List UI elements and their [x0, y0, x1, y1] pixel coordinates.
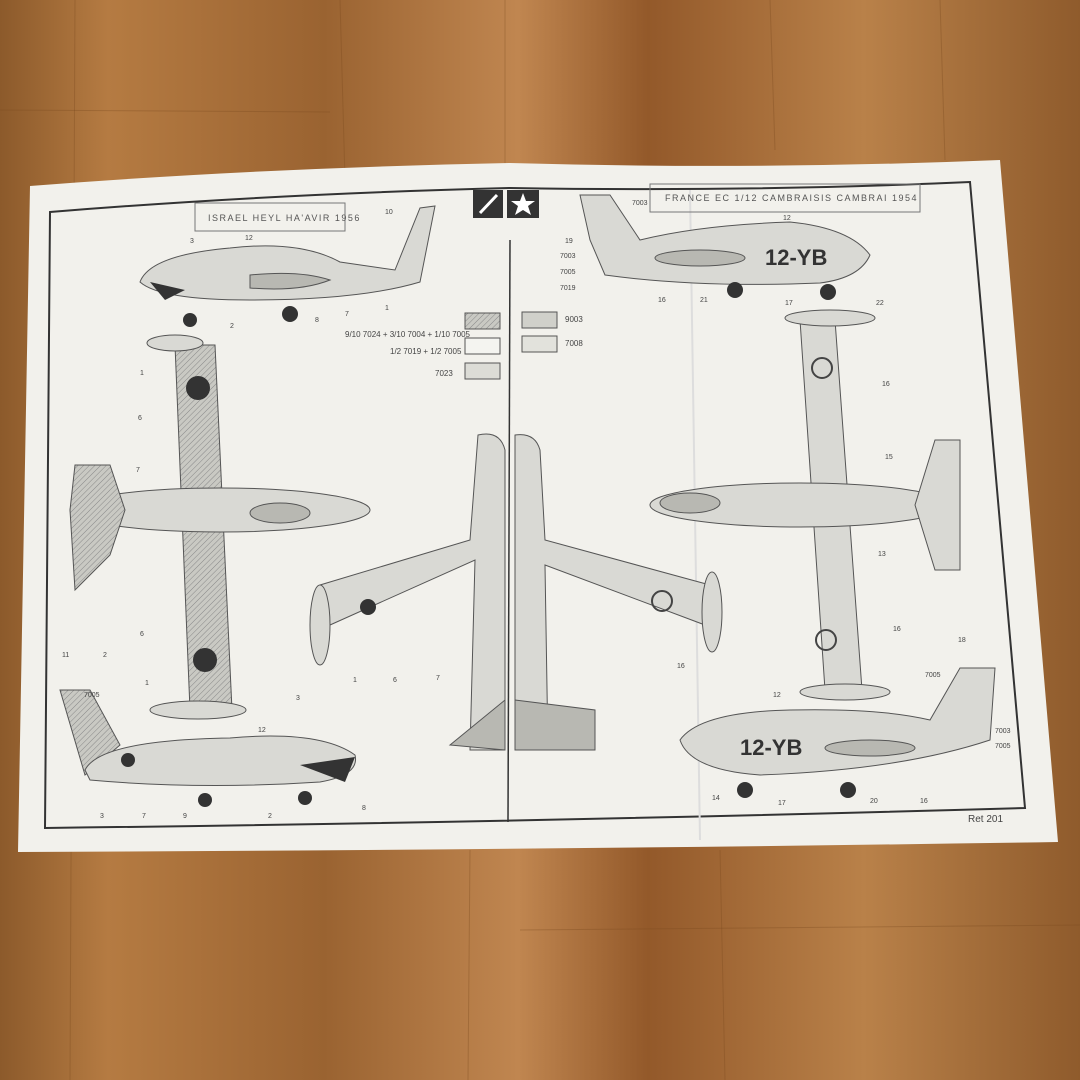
callout-number: 12 — [245, 235, 253, 242]
callout-number: 1 — [145, 680, 149, 687]
left-title-box — [194, 202, 346, 232]
callout-numbers: 3 12 2 8 7 1 10 1 6 7 6 1 11 2 12 3 3 7 … — [62, 209, 966, 820]
tail-code: 7003 — [560, 253, 576, 260]
callout-number: 8 — [315, 317, 319, 324]
france-side-view-top — [579, 194, 871, 300]
callout-number: 1 — [353, 677, 357, 684]
callout-number: 12 — [773, 692, 781, 699]
callout-number: 14 — [712, 795, 720, 802]
callout-number: 8 — [362, 805, 366, 812]
callout-number: 7 — [436, 675, 440, 682]
callout-number: 10 — [385, 209, 393, 216]
callout-number: 3 — [190, 238, 194, 245]
callout-number: 3 — [296, 695, 300, 702]
callout-number: 2 — [103, 652, 107, 659]
callout-number: 13 — [878, 551, 886, 558]
callout-number: 17 — [778, 800, 786, 807]
swatch-2 — [464, 337, 501, 355]
paint-legend: 9/10 7024 + 3/10 7004 + 1/10 7005 1/2 70… — [345, 311, 583, 380]
callout-number: 16 — [658, 297, 666, 304]
callout-number: 11 — [62, 652, 69, 659]
tail-code: 7003 — [995, 728, 1011, 735]
callout-number: 1 — [385, 305, 389, 312]
callout-number: 15 — [885, 454, 893, 461]
callout-number: 6 — [393, 677, 397, 684]
paint-mix-2: 1/2 7019 + 1/2 7005 — [390, 347, 462, 356]
callout-number: 7 — [345, 311, 349, 318]
callout-number: 12 — [783, 215, 791, 222]
swatch-4 — [521, 311, 558, 329]
callout-number: 9 — [183, 813, 187, 820]
israel-side-view-bottom — [59, 689, 357, 807]
tail-code: 7005 — [84, 692, 100, 699]
tail-code: 7005 — [925, 672, 941, 679]
callout-number: 16 — [920, 798, 928, 805]
tail-code: 7003 — [632, 200, 648, 207]
callout-number: 12 — [258, 727, 266, 734]
callout-number: 1 — [140, 370, 144, 377]
callout-number: 18 — [958, 637, 966, 644]
tail-code: 7005 — [995, 743, 1011, 750]
registration-top: 12-YB — [765, 245, 827, 270]
israel-top-view — [69, 334, 371, 720]
france-top-view — [649, 309, 961, 701]
callout-number: 16 — [677, 663, 685, 670]
israel-side-view-top — [139, 205, 436, 327]
callout-number: 16 — [882, 381, 890, 388]
france-side-view-bottom — [679, 667, 996, 798]
sheet-border — [43, 180, 1027, 830]
tail-code: 7019 — [560, 285, 576, 292]
right-title-box — [649, 183, 921, 213]
paint-mix-1: 9/10 7024 + 3/10 7004 + 1/10 7005 — [345, 330, 471, 339]
center-divider — [507, 239, 511, 823]
callout-number: 21 — [700, 297, 708, 304]
right-title: FRANCE EC 1/12 CAMBRAISIS CAMBRAI 1954 — [665, 193, 918, 203]
callout-number: 6 — [138, 415, 142, 422]
callout-number: 19 — [565, 238, 573, 245]
callout-number: 2 — [268, 813, 272, 820]
left-title: ISRAEL HEYL HA'AVIR 1956 — [208, 213, 361, 223]
callout-number: 22 — [876, 300, 884, 307]
paint-mix-3: 7023 — [435, 369, 453, 378]
tail-code: 7005 — [560, 269, 576, 276]
callout-number: 7 — [136, 467, 140, 474]
swatch-1 — [464, 312, 501, 330]
callout-number: 6 — [140, 631, 144, 638]
paint-mix-4: 9003 — [565, 315, 583, 324]
reference-number: Ret 201 — [968, 814, 1003, 825]
underside-view — [309, 433, 723, 751]
callout-number: 16 — [893, 626, 901, 633]
swatch-5 — [521, 335, 558, 353]
callout-number: 7 — [142, 813, 146, 820]
callout-number: 2 — [230, 323, 234, 330]
swatch-3 — [464, 362, 501, 380]
paint-mix-5: 7008 — [565, 339, 583, 348]
registration-bottom: 12-YB — [740, 735, 802, 760]
callout-number: 17 — [785, 300, 793, 307]
callout-number: 3 — [100, 813, 104, 820]
callout-number: 20 — [870, 798, 878, 805]
